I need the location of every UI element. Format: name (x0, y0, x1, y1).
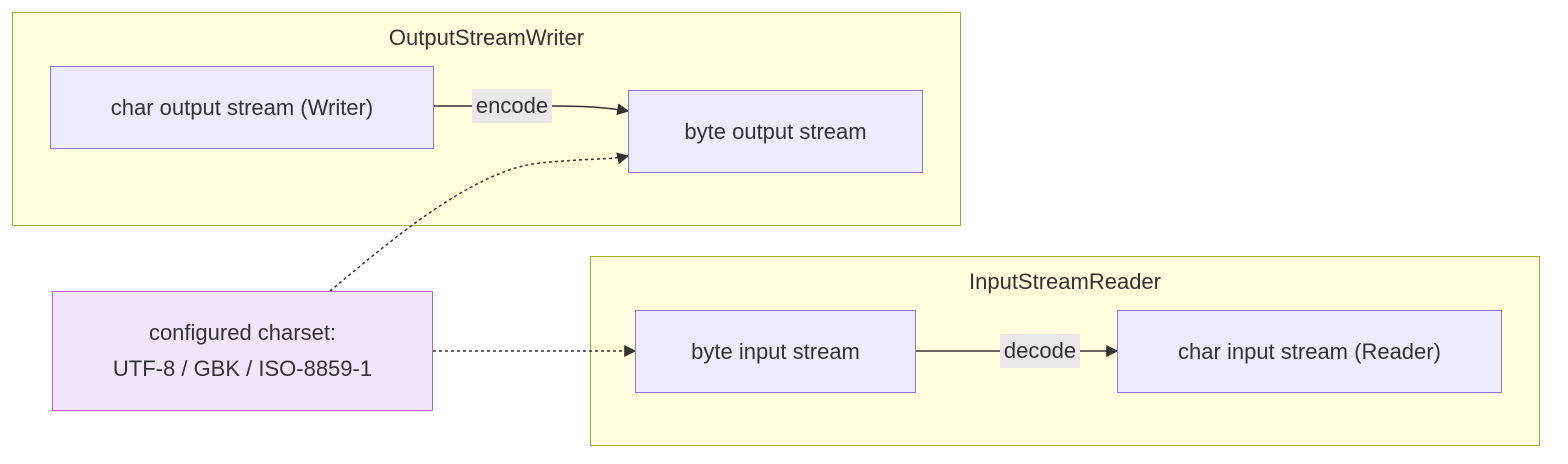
decode-label: decode (1000, 334, 1080, 368)
byte-input-stream-node: byte input stream (635, 310, 916, 393)
charset-values: UTF-8 / GBK / ISO-8859-1 (112, 356, 373, 381)
encode-label: encode (472, 89, 552, 123)
configured-charset-node: configured charset: UTF-8 / GBK / ISO-88… (52, 291, 433, 411)
output-stream-writer-title: OutputStreamWriter (388, 25, 585, 50)
charset-label: configured charset: (148, 320, 337, 345)
char-input-stream-node: char input stream (Reader) (1117, 310, 1502, 393)
byte-output-stream-node: byte output stream (628, 90, 923, 173)
encode-edge (434, 106, 628, 111)
char-output-stream-node: char output stream (Writer) (50, 66, 434, 149)
charset-to-byte-output-edge (329, 152, 630, 292)
input-stream-reader-title: InputStreamReader (969, 269, 1161, 294)
